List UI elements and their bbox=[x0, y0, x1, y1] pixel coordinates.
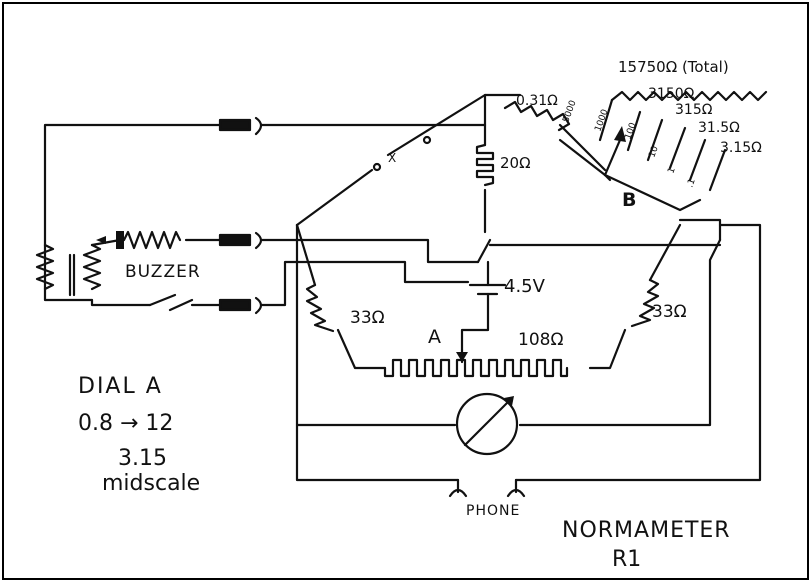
dial-a-note: DIAL A bbox=[78, 374, 163, 399]
resistor-108-label: 108Ω bbox=[518, 330, 563, 350]
dial-b-position: 5000 bbox=[561, 99, 578, 124]
dial-b-position: 1000 bbox=[593, 108, 610, 133]
dial-b-total-label: 15750Ω (Total) bbox=[618, 58, 729, 76]
resistor-33-right-label: 33Ω bbox=[652, 302, 687, 322]
resistor-031-label: 0.31Ω bbox=[516, 93, 558, 109]
dial-b-r2-label: 315Ω bbox=[675, 102, 713, 118]
title-line-1: NORMAMETER bbox=[562, 518, 731, 543]
phone-label: PHONE bbox=[466, 503, 520, 519]
transformer-icon bbox=[35, 236, 106, 297]
dial-b-position: 1 bbox=[666, 166, 677, 175]
dial-b-r1-label: 3150Ω bbox=[648, 86, 695, 102]
resistor-031-icon bbox=[503, 100, 607, 177]
dial-b-r3-label: 31.5Ω bbox=[698, 120, 740, 136]
dial-b-position: 10 bbox=[647, 145, 660, 159]
buzzer-label: BUZZER bbox=[125, 262, 201, 282]
dial-b-r4-label: 3.15Ω bbox=[720, 140, 762, 156]
resistor-33-left-icon bbox=[305, 283, 335, 333]
battery-label: 4.5V bbox=[504, 276, 546, 297]
midscale-label-note: midscale bbox=[102, 471, 200, 496]
resistor-20-label: 20Ω bbox=[500, 154, 531, 172]
midscale-value-note: 3.15 bbox=[118, 446, 167, 471]
resistor-33-right-icon bbox=[630, 278, 660, 328]
title-line-2: R1 bbox=[612, 547, 641, 572]
node-a-label: A bbox=[428, 326, 441, 348]
dial-b-position: .1 bbox=[685, 178, 697, 189]
key-switch-icon bbox=[148, 293, 177, 307]
switch-x-icon bbox=[372, 135, 432, 172]
dial-a-range-note: 0.8 → 12 bbox=[78, 411, 173, 436]
resistor-20-icon bbox=[475, 143, 495, 187]
dial-b-resistor-chain bbox=[558, 90, 768, 212]
node-b-label: B bbox=[622, 189, 636, 211]
resistor-33-left-label: 33Ω bbox=[350, 308, 385, 328]
buzzer-coil-icon bbox=[116, 230, 182, 250]
dial-b-position: 100 bbox=[623, 121, 638, 141]
switch-x-label: X bbox=[388, 151, 396, 165]
